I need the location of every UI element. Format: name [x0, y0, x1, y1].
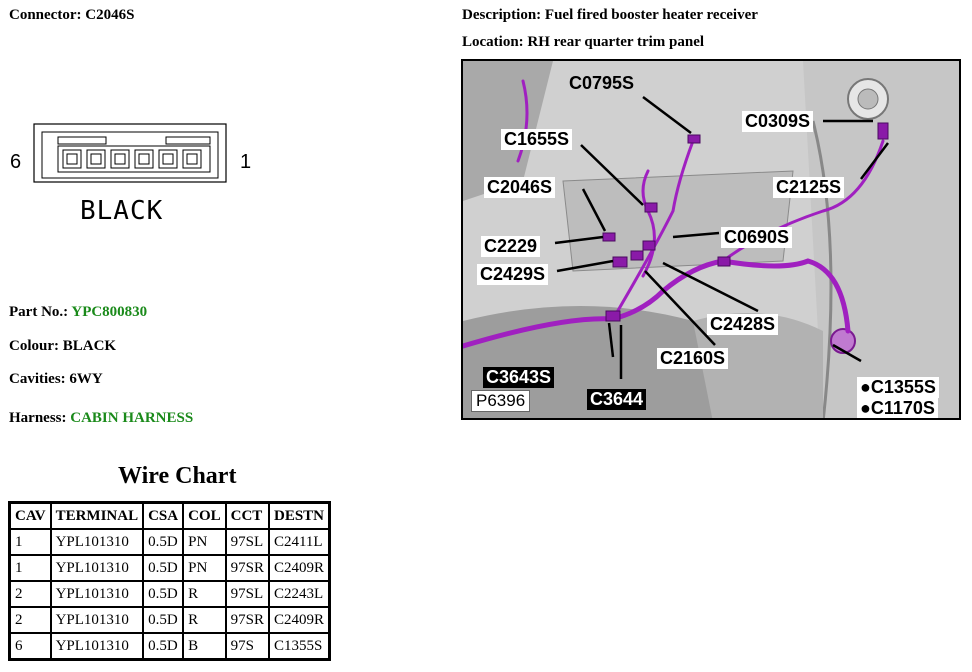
callout-c0690s: C0690S — [721, 227, 793, 248]
table-cell: C2409R — [267, 606, 331, 634]
table-cell: R — [182, 580, 227, 608]
column-header: CAV — [8, 501, 52, 530]
column-header: TERMINAL — [49, 501, 145, 530]
callout-c1655s: C1655S — [501, 129, 573, 150]
table-cell: C2409R — [267, 554, 331, 582]
callout-c1355s-text: C1355S — [870, 377, 936, 397]
bullet-icon: ● — [860, 377, 871, 397]
harness-line: Harness: CABIN HARNESS — [9, 410, 193, 427]
cavities-label: Cavities: — [9, 371, 66, 387]
table-cell: YPL101310 — [49, 554, 145, 582]
colour-label: Colour: — [9, 338, 59, 354]
table-cell: 1 — [8, 528, 52, 556]
latch-left — [57, 136, 107, 145]
table-cell: PN — [182, 554, 227, 582]
callout-c2229: C2229 — [481, 236, 541, 257]
table-cell: 97SR — [224, 554, 270, 582]
cavities-value: 6WY — [69, 371, 103, 387]
table-cell: C2411L — [267, 528, 331, 556]
part-line: Part No.: YPC800830 — [9, 304, 147, 321]
callout-c2429s: C2429S — [477, 264, 549, 285]
callout-c1170s-text: C1170S — [870, 398, 935, 418]
connector-line: Connector: C2046S — [9, 7, 134, 24]
colour-line: Colour: BLACK — [9, 338, 116, 355]
location-line: Location: RH rear quarter trim panel — [462, 34, 704, 51]
callout-c3643s: C3643S — [483, 367, 555, 388]
table-cell: 97SR — [224, 606, 270, 634]
cavities-line: Cavities: 6WY — [9, 371, 103, 388]
connector-face-diagram: 6 1 — [10, 123, 251, 183]
table-cell: R — [182, 606, 227, 634]
table-cell: 2 — [8, 580, 52, 608]
connector-label: Connector: — [9, 7, 82, 23]
wire-chart-title: Wire Chart — [118, 463, 237, 489]
table-cell: 6 — [8, 632, 52, 661]
description-value: Fuel fired booster heater receiver — [544, 7, 758, 23]
callout-c2428s: C2428S — [707, 314, 779, 335]
table-cell: 0.5D — [142, 606, 185, 634]
table-cell: 2 — [8, 606, 52, 634]
table-cell: 0.5D — [142, 580, 185, 608]
table-cell: C2243L — [267, 580, 331, 608]
table-cell: 97S — [224, 632, 270, 661]
description-label: Description: — [462, 7, 542, 23]
connector-colour-label: BLACK — [80, 196, 164, 226]
colour-value: BLACK — [62, 338, 117, 354]
harness-link[interactable]: CABIN HARNESS — [70, 410, 194, 426]
callout-c0795s: C0795S — [569, 73, 635, 93]
table-cell: 0.5D — [142, 632, 185, 661]
callout-c0309s: C0309S — [742, 111, 814, 132]
column-header: DESTN — [267, 501, 331, 530]
callout-c1355s: ●C1355S — [857, 377, 939, 398]
connector-value: C2046S — [85, 7, 135, 23]
location-photo: C0795S C1655S C0309S C2125S C2046S C2229… — [461, 59, 961, 420]
callout-c2160s: C2160S — [657, 348, 729, 369]
column-header: CCT — [224, 501, 270, 530]
callout-c3644: C3644 — [587, 389, 647, 410]
part-label: Part No.: — [9, 304, 69, 320]
table-cell: YPL101310 — [49, 632, 145, 661]
callout-c2125s: C2125S — [773, 177, 845, 198]
pin-right-number: 1 — [240, 151, 251, 173]
table-cell: 0.5D — [142, 554, 185, 582]
location-label: Location: — [462, 34, 524, 50]
latch-right — [165, 136, 211, 145]
table-cell: 97SL — [224, 580, 270, 608]
table-cell: B — [182, 632, 227, 661]
connector-housing — [33, 123, 227, 183]
table-cell: YPL101310 — [49, 528, 145, 556]
cavity-row — [57, 145, 211, 173]
column-header: CSA — [142, 501, 185, 530]
table-cell: PN — [182, 528, 227, 556]
description-line: Description: Fuel fired booster heater r… — [462, 7, 758, 24]
photo-reference-id: P6396 — [471, 390, 531, 412]
pin-left-number: 6 — [10, 151, 21, 173]
callout-c2046s: C2046S — [484, 177, 556, 198]
table-cell: 1 — [8, 554, 52, 582]
cavity-group — [62, 149, 202, 169]
table-cell: YPL101310 — [49, 606, 145, 634]
table-cell: C1355S — [267, 632, 331, 661]
column-header: COL — [182, 501, 227, 530]
callout-c1170s: ●C1170S — [857, 398, 938, 418]
table-cell: 0.5D — [142, 528, 185, 556]
connector-shroud — [41, 131, 219, 179]
table-cell: YPL101310 — [49, 580, 145, 608]
table-cell: 97SL — [224, 528, 270, 556]
location-value: RH rear quarter trim panel — [527, 34, 705, 50]
part-number-link[interactable]: YPC800830 — [71, 304, 148, 320]
bullet-icon: ● — [860, 398, 871, 418]
harness-label: Harness: — [9, 410, 67, 426]
